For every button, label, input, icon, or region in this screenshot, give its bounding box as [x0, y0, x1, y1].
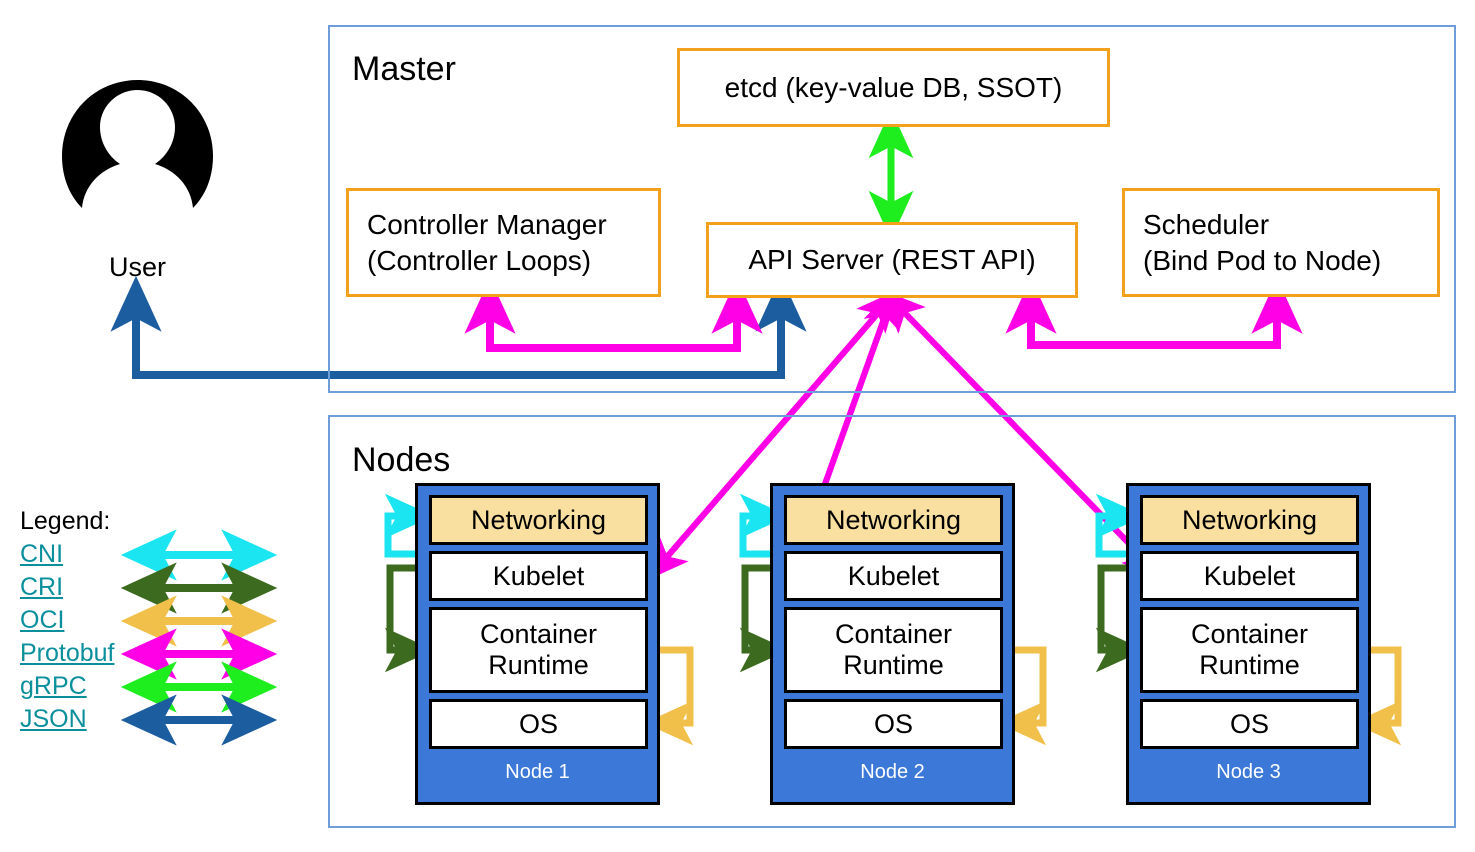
node2-container-runtime-layer[interactable]: Container Runtime	[784, 607, 1003, 693]
legend-item-protobuf[interactable]: Protobuf	[20, 639, 115, 667]
node2-networking-layer[interactable]: Networking	[784, 495, 1003, 545]
master-group-title: Master	[352, 50, 456, 88]
node3-os-layer[interactable]: OS	[1140, 699, 1359, 749]
user-label: User	[108, 252, 166, 282]
legend-item-cni[interactable]: CNI	[20, 540, 64, 568]
scheduler-box[interactable]: Scheduler (Bind Pod to Node)	[1122, 188, 1440, 297]
node-card-1[interactable]: Networking Kubelet Container Runtime OS …	[415, 483, 660, 805]
legend-item-cri[interactable]: CRI	[20, 573, 64, 601]
node1-kubelet-layer[interactable]: Kubelet	[429, 551, 648, 601]
legend-item-json[interactable]: JSON	[20, 705, 87, 733]
legend-title: Legend:	[20, 507, 111, 535]
node1-networking-layer[interactable]: Networking	[429, 495, 648, 545]
node1-name-label: Node 1	[505, 761, 570, 783]
node2-kubelet-layer[interactable]: Kubelet	[784, 551, 1003, 601]
etcd-box[interactable]: etcd (key-value DB, SSOT)	[677, 48, 1110, 127]
node2-name-label: Node 2	[860, 761, 925, 783]
node2-os-layer[interactable]: OS	[784, 699, 1003, 749]
node1-os-layer[interactable]: OS	[429, 699, 648, 749]
user-avatar-icon	[62, 80, 213, 208]
nodes-group-container	[328, 415, 1456, 828]
nodes-group-title: Nodes	[352, 441, 451, 479]
legend-item-grpc[interactable]: gRPC	[20, 672, 87, 700]
legend-item-oci[interactable]: OCI	[20, 606, 65, 634]
controller-manager-box[interactable]: Controller Manager (Controller Loops)	[346, 188, 661, 297]
node3-networking-layer[interactable]: Networking	[1140, 495, 1359, 545]
api-server-box[interactable]: API Server (REST API)	[706, 222, 1078, 298]
node-card-3[interactable]: Networking Kubelet Container Runtime OS …	[1126, 483, 1371, 805]
node-card-2[interactable]: Networking Kubelet Container Runtime OS …	[770, 483, 1015, 805]
master-group-container	[328, 25, 1456, 393]
node3-name-label: Node 3	[1216, 761, 1281, 783]
node3-kubelet-layer[interactable]: Kubelet	[1140, 551, 1359, 601]
node1-container-runtime-layer[interactable]: Container Runtime	[429, 607, 648, 693]
node3-container-runtime-layer[interactable]: Container Runtime	[1140, 607, 1359, 693]
